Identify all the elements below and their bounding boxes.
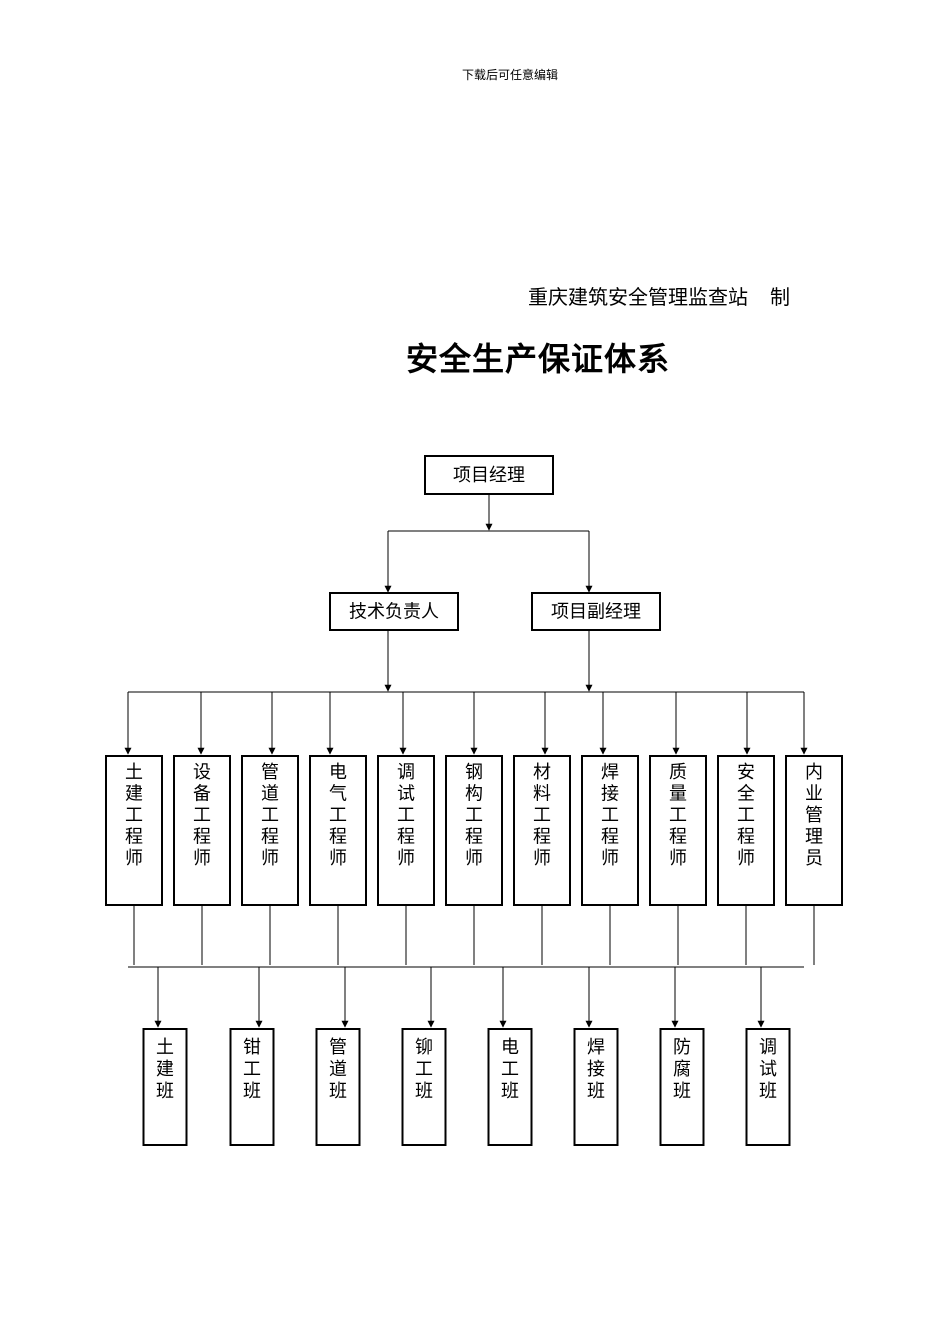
box-technical-lead: 技术负责人 — [329, 592, 459, 631]
box-level3-11-frame — [785, 755, 843, 906]
box-level3-1: 土建工程师 — [105, 755, 163, 906]
box-level3-7-frame — [513, 755, 571, 906]
box-level4-8-frame — [745, 1028, 791, 1146]
box-level4-5-label: 电工班 — [501, 1037, 519, 1102]
box-level3-11: 内业管理员 — [785, 755, 843, 906]
box-level3-7-label: 材料工程师 — [533, 762, 551, 869]
connector-lines — [124, 494, 815, 1028]
issuer-line: 重庆建筑安全管理监查站制 — [528, 281, 790, 310]
box-level3-11-label: 内业管理员 — [805, 762, 823, 869]
box-level3-4-label: 电气工程师 — [329, 762, 347, 869]
box-level4-2: 钳工班 — [229, 1028, 275, 1146]
box-level3-3-frame — [241, 755, 299, 906]
box-level4-7-frame — [659, 1028, 705, 1146]
box-level4-1: 土建班 — [142, 1028, 188, 1146]
box-deputy-manager: 项目副经理 — [531, 592, 661, 631]
box-level3-4: 电气工程师 — [309, 755, 367, 906]
box-level4-7: 防腐班 — [659, 1028, 705, 1146]
box-level3-6: 钢构工程师 — [445, 755, 503, 906]
box-level4-7-label: 防腐班 — [673, 1037, 691, 1102]
box-technical-lead-frame — [329, 592, 459, 631]
box-level3-4-frame — [309, 755, 367, 906]
box-level3-1-label: 土建工程师 — [125, 762, 143, 869]
box-project-manager: 项目经理 — [424, 455, 554, 495]
issuer-name: 重庆建筑安全管理监查站 — [528, 285, 748, 309]
box-level3-10-frame — [717, 755, 775, 906]
box-level4-1-label: 土建班 — [156, 1037, 174, 1102]
box-level4-4-frame — [401, 1028, 447, 1146]
box-project-manager-frame — [424, 455, 554, 495]
box-deputy-manager-label: 项目副经理 — [551, 602, 641, 623]
box-level3-3-label: 管道工程师 — [261, 762, 279, 869]
box-level4-6: 焊接班 — [573, 1028, 619, 1146]
issuer-suffix: 制 — [770, 285, 790, 309]
box-level4-3: 管道班 — [315, 1028, 361, 1146]
box-level3-10: 安全工程师 — [717, 755, 775, 906]
header-note: 下载后可任意编辑 — [461, 68, 558, 82]
box-level3-10-label: 安全工程师 — [737, 762, 755, 869]
box-level4-4-label: 铆工班 — [415, 1037, 433, 1102]
box-level3-3: 管道工程师 — [241, 755, 299, 906]
box-level3-2-label: 设备工程师 — [193, 762, 211, 869]
box-level3-5-frame — [377, 755, 435, 906]
box-level4-1-frame — [142, 1028, 188, 1146]
box-level4-5: 电工班 — [487, 1028, 533, 1146]
box-level4-3-frame — [315, 1028, 361, 1146]
box-level3-2-frame — [173, 755, 231, 906]
box-level4-8: 调试班 — [745, 1028, 791, 1146]
box-level4-6-frame — [573, 1028, 619, 1146]
box-level3-9-frame — [649, 755, 707, 906]
box-level3-2: 设备工程师 — [173, 755, 231, 906]
box-level4-8-label: 调试班 — [759, 1037, 777, 1102]
box-level3-8: 焊接工程师 — [581, 755, 639, 906]
box-level3-9-label: 质量工程师 — [669, 762, 687, 869]
box-level3-5-label: 调试工程师 — [397, 762, 415, 869]
box-deputy-manager-frame — [531, 592, 661, 631]
box-level3-9: 质量工程师 — [649, 755, 707, 906]
box-level3-6-label: 钢构工程师 — [465, 762, 483, 869]
box-level3-5: 调试工程师 — [377, 755, 435, 906]
box-level4-3-label: 管道班 — [329, 1037, 347, 1102]
box-level3-8-label: 焊接工程师 — [601, 762, 619, 869]
box-project-manager-label: 项目经理 — [453, 465, 525, 486]
box-level3-6-frame — [445, 755, 503, 906]
box-level3-1-frame — [105, 755, 163, 906]
box-level4-2-frame — [229, 1028, 275, 1146]
box-level4-2-label: 钳工班 — [243, 1037, 261, 1102]
box-level3-7: 材料工程师 — [513, 755, 571, 906]
box-level3-8-frame — [581, 755, 639, 906]
page-title: 安全生产保证体系 — [406, 340, 671, 378]
box-level4-6-label: 焊接班 — [587, 1037, 605, 1102]
box-level4-4: 铆工班 — [401, 1028, 447, 1146]
box-technical-lead-label: 技术负责人 — [349, 602, 439, 623]
box-level4-5-frame — [487, 1028, 533, 1146]
